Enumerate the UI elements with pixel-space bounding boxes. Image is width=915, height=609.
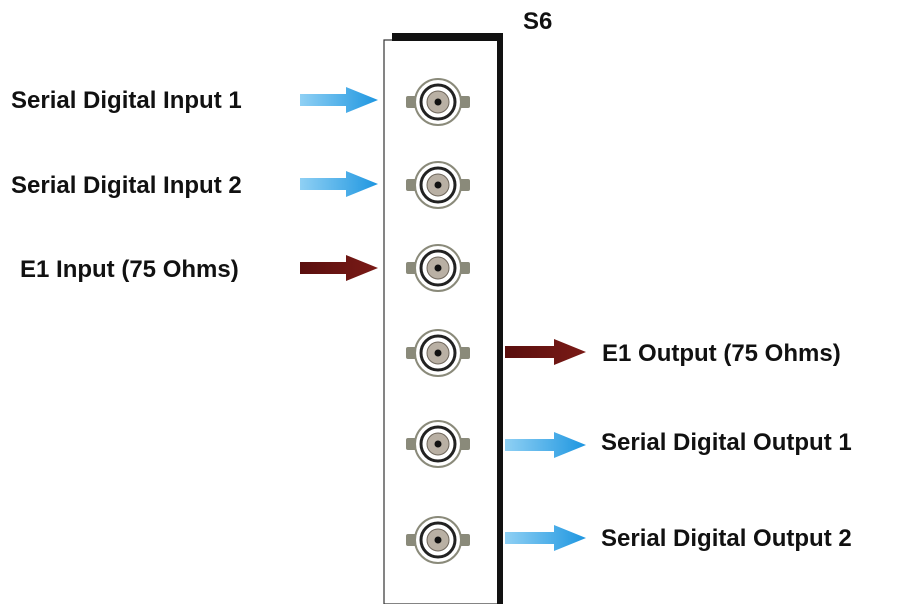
input-arrow-serial-digital-2 <box>300 171 378 197</box>
panel-title: S6 <box>523 8 553 35</box>
bnc-connectors <box>406 78 470 564</box>
input-label-e1: E1 Input (75 Ohms) <box>20 256 239 283</box>
input-label-serial-digital-2: Serial Digital Input 2 <box>11 172 242 199</box>
input-arrow-e1 <box>300 255 378 281</box>
bnc-connector-icon <box>406 78 470 126</box>
output-label-serial-digital-1: Serial Digital Output 1 <box>601 429 852 456</box>
input-arrow-serial-digital-1 <box>300 87 378 113</box>
bnc-connector-icon <box>406 329 470 377</box>
output-arrow-serial-digital-1 <box>505 432 586 458</box>
output-label-e1: E1 Output (75 Ohms) <box>602 340 841 367</box>
bnc-connector-icon <box>406 244 470 292</box>
panel-top-edge <box>392 33 502 41</box>
connector-panel <box>383 33 503 605</box>
output-arrow-e1 <box>505 339 586 365</box>
bnc-connector-icon <box>406 420 470 468</box>
panel-face <box>383 39 499 605</box>
input-label-serial-digital-1: Serial Digital Input 1 <box>11 87 242 114</box>
bnc-connector-icon <box>406 161 470 209</box>
panel-right-edge <box>497 33 503 604</box>
bnc-connector-icon <box>406 516 470 564</box>
output-label-serial-digital-2: Serial Digital Output 2 <box>601 525 852 552</box>
signal-arrows <box>300 87 586 551</box>
output-arrow-serial-digital-2 <box>505 525 586 551</box>
